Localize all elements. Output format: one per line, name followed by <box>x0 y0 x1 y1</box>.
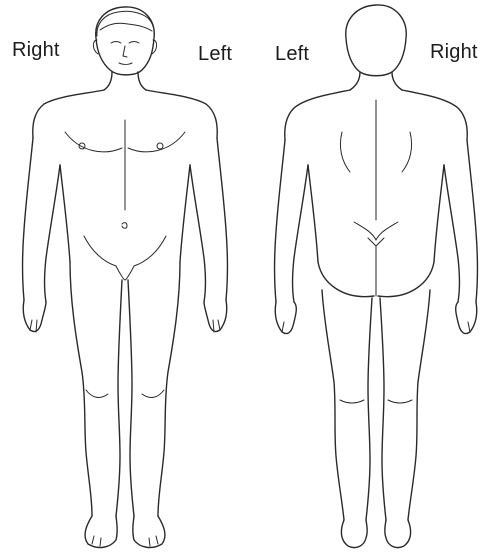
back-right-arm <box>444 140 478 334</box>
back-left-arm <box>275 140 309 334</box>
back-head <box>346 5 406 76</box>
back-legs <box>322 290 430 548</box>
back-torso <box>285 72 467 297</box>
